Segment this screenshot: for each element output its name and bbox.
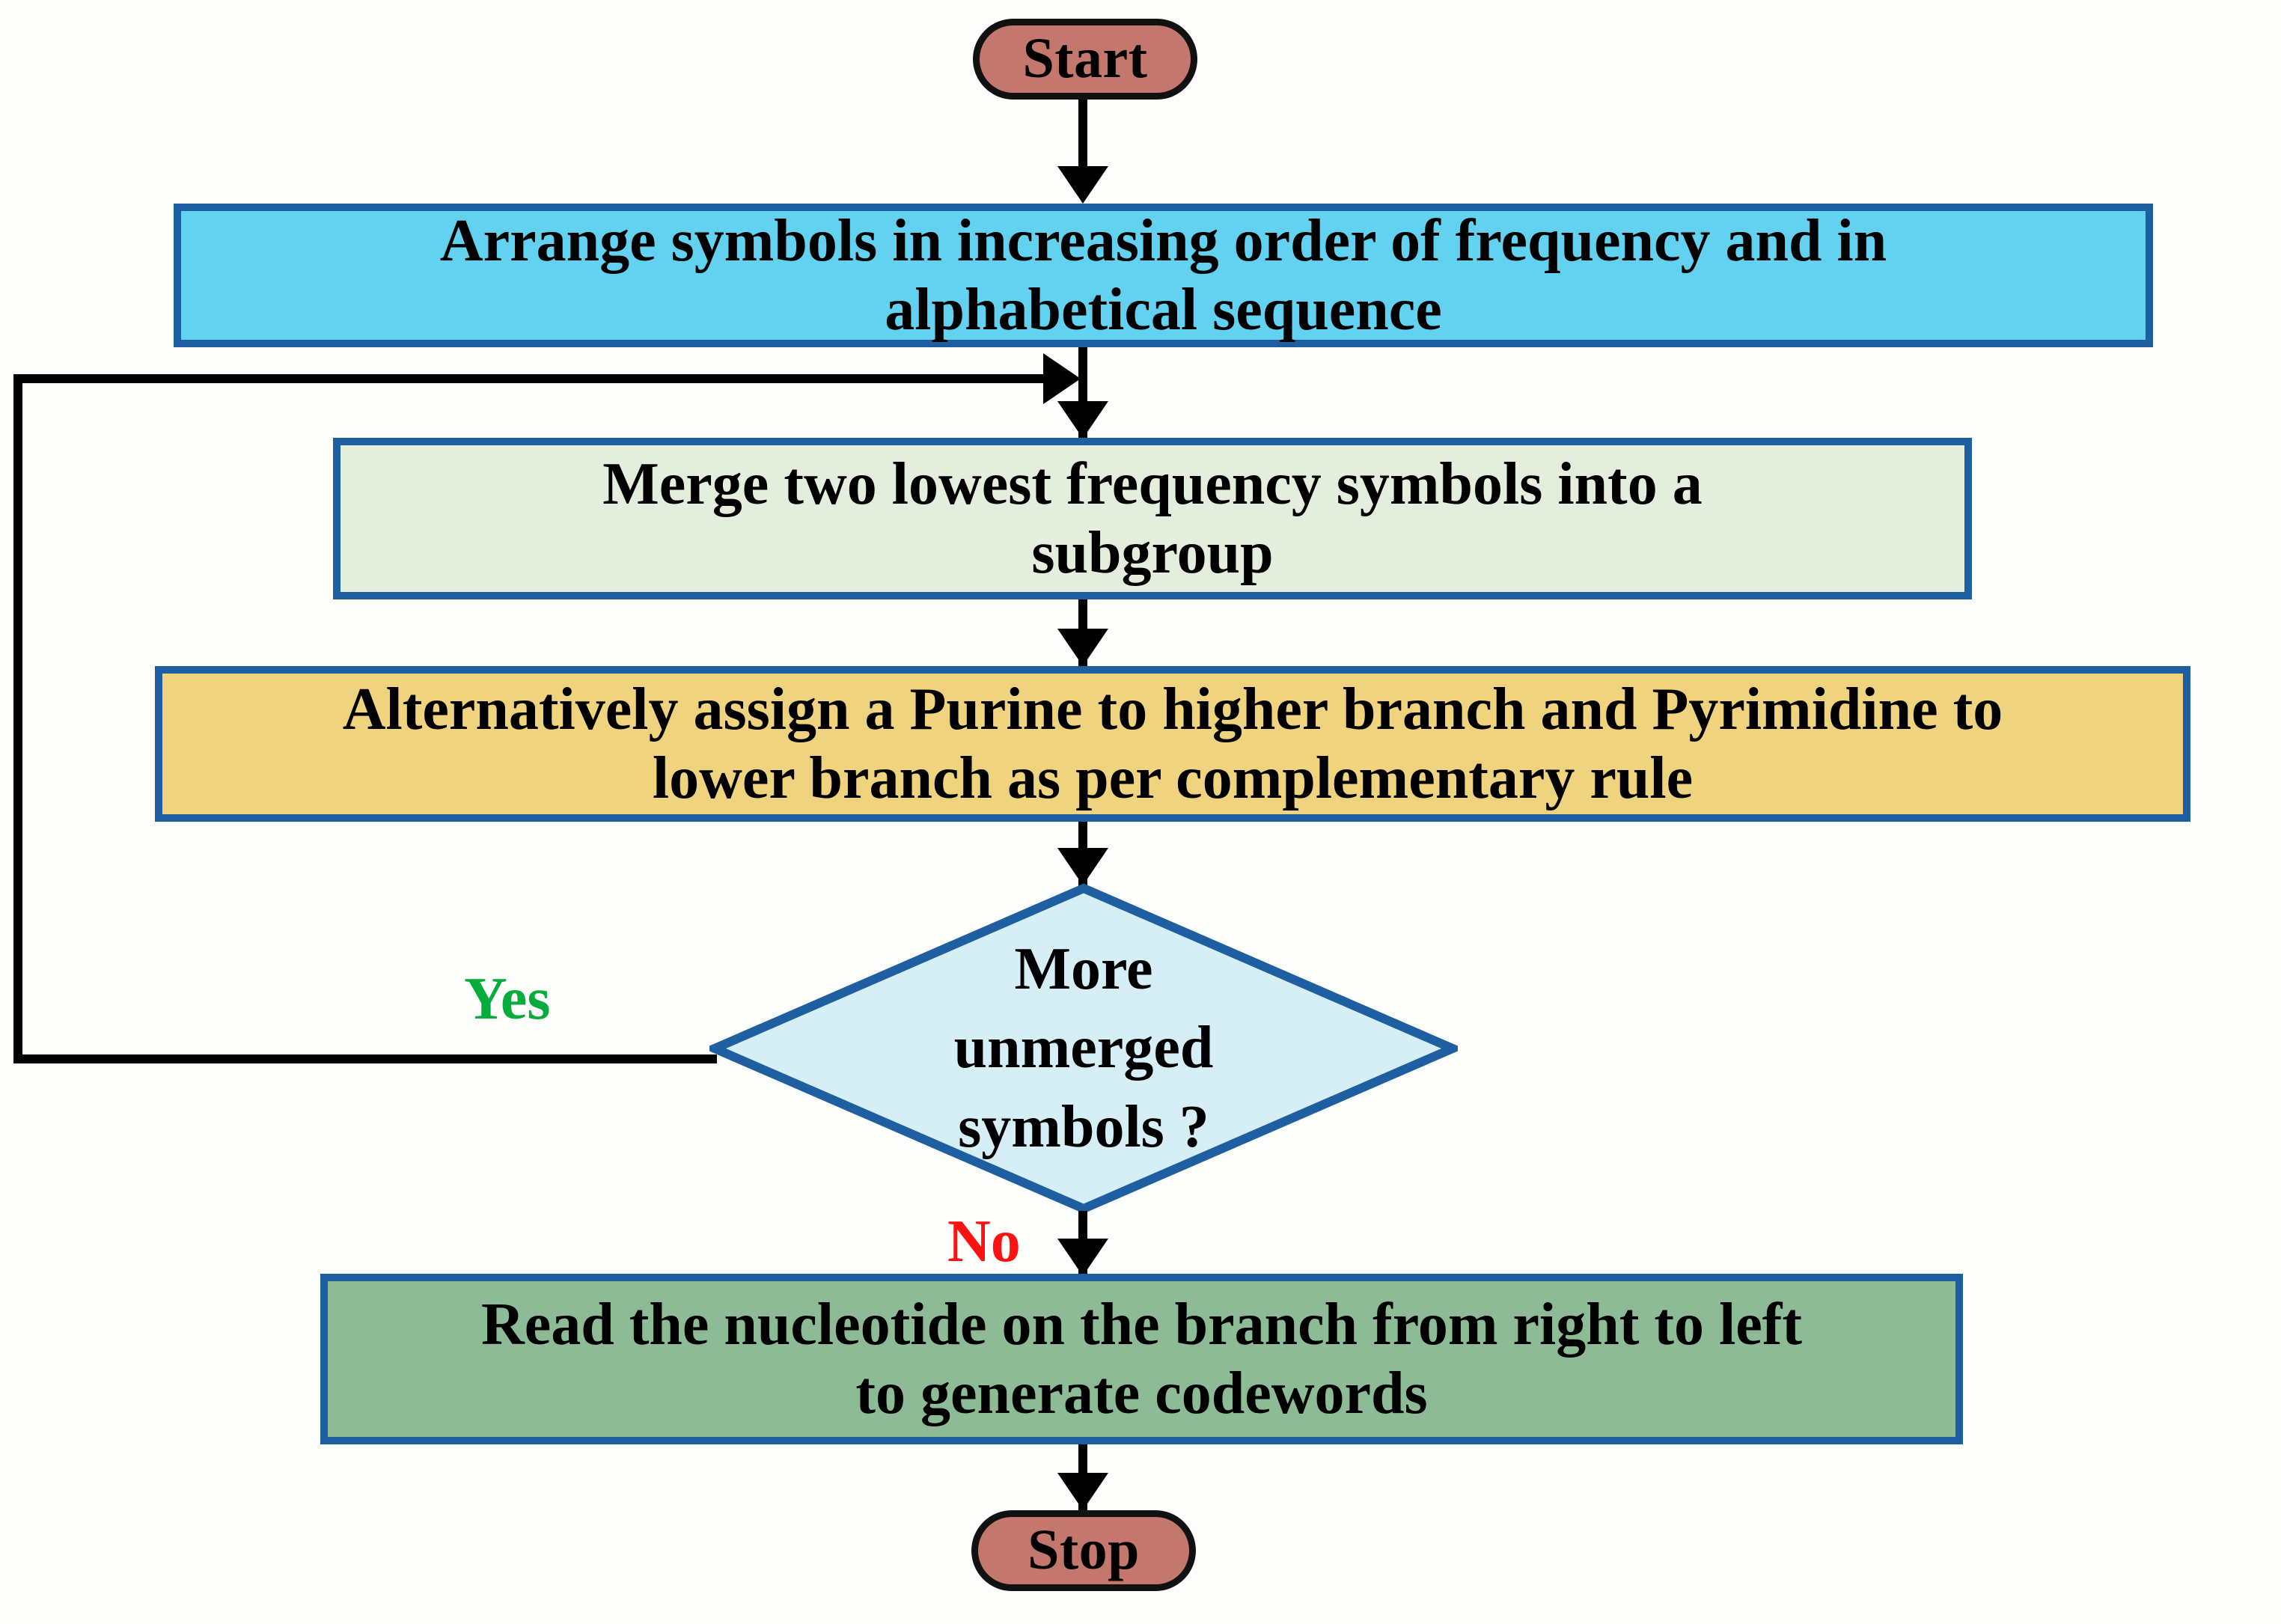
decision-diamond-shape: [709, 883, 1458, 1214]
node-merge-symbols[interactable]: Merge two lowest frequency symbols into …: [333, 438, 1972, 599]
arrowhead-read-to-stop: [1057, 1473, 1108, 1510]
node-read-nucleotide-text: Read the nucleotide on the branch from r…: [353, 1290, 1930, 1428]
edge-label-yes: Yes: [464, 966, 551, 1032]
node-decision-more-unmerged[interactable]: More unmerged symbols ?: [709, 883, 1458, 1214]
node-read-nucleotide[interactable]: Read the nucleotide on the branch from r…: [320, 1274, 1963, 1444]
arrowhead-loop-rejoin: [1043, 353, 1081, 404]
node-read-nucleotide-line1: Read the nucleotide on the branch from r…: [481, 1292, 1802, 1358]
loop-left-segment: [13, 374, 22, 1063]
node-arrange-symbols-text: Arrange symbols in increasing order of f…: [207, 207, 2120, 344]
node-merge-symbols-line1: Merge two lowest frequency symbols into …: [602, 451, 1703, 517]
arrowhead-merge-to-assign: [1057, 629, 1108, 666]
arrowhead-arrange-to-merge: [1057, 401, 1108, 439]
edge-label-no: No: [947, 1209, 1021, 1275]
loop-top-segment: [13, 374, 1069, 383]
node-assign-purine-pyrimidine-line1: Alternatively assign a Purine to higher …: [342, 677, 2003, 742]
node-merge-symbols-text: Merge two lowest frequency symbols into …: [366, 450, 1939, 587]
arrowhead-decision-to-read: [1057, 1239, 1108, 1276]
node-merge-symbols-line2: subgroup: [1031, 520, 1274, 586]
node-assign-purine-pyrimidine-line2: lower branch as per complementary rule: [652, 745, 1694, 811]
arrowhead-start-to-arrange: [1057, 166, 1108, 204]
connector-start-to-arrange: [1078, 100, 1087, 174]
node-start-label: Start: [1022, 27, 1148, 91]
loop-bottom-segment: [13, 1054, 717, 1063]
node-stop[interactable]: Stop: [971, 1510, 1196, 1591]
node-arrange-symbols[interactable]: Arrange symbols in increasing order of f…: [174, 204, 2153, 347]
node-read-nucleotide-line2: to generate codewords: [855, 1361, 1428, 1426]
node-stop-label: Stop: [1027, 1518, 1140, 1582]
node-assign-purine-pyrimidine-text: Alternatively assign a Purine to higher …: [188, 675, 2158, 813]
node-arrange-symbols-line2: alphabetical sequence: [885, 277, 1442, 343]
node-start[interactable]: Start: [973, 19, 1197, 100]
arrowhead-assign-to-decision: [1057, 848, 1108, 885]
node-arrange-symbols-line1: Arrange symbols in increasing order of f…: [439, 208, 1887, 274]
node-assign-purine-pyrimidine[interactable]: Alternatively assign a Purine to higher …: [155, 666, 2190, 822]
